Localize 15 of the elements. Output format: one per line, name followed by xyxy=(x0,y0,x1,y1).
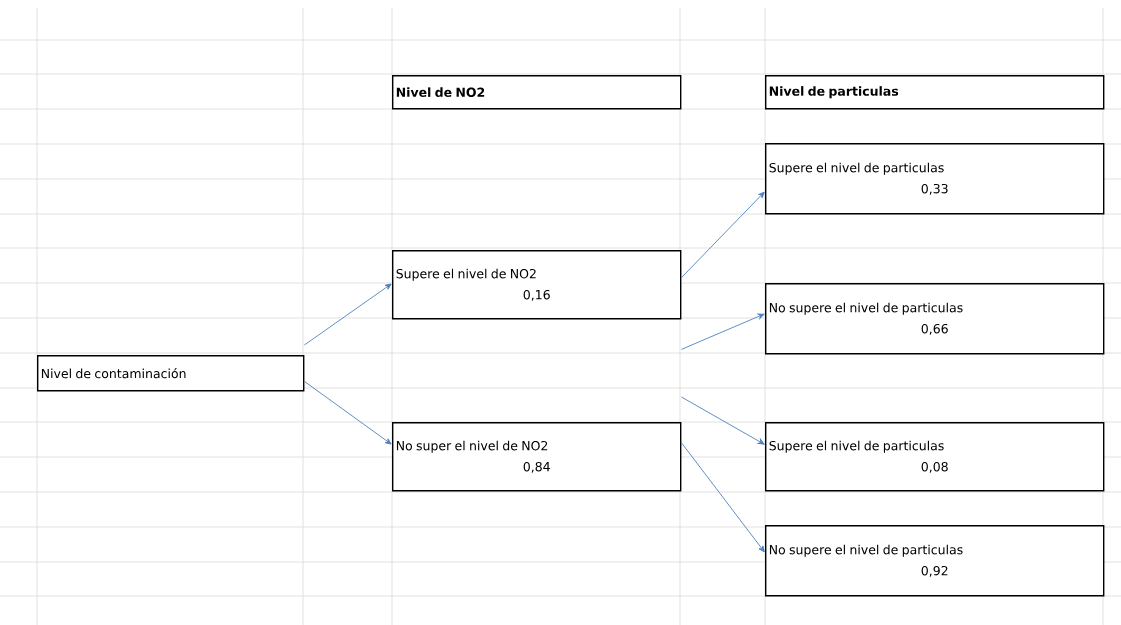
probability-box: Supere el nivel de particulas 0,33 xyxy=(765,143,1105,215)
arrow xyxy=(680,313,765,350)
header-box: Nivel de NO2 xyxy=(392,75,682,110)
arrow xyxy=(303,380,392,445)
probability-box: Supere el nivel de NO2 0,16 xyxy=(392,250,682,320)
header-box: Nivel de particulas xyxy=(765,75,1105,110)
probability-box: No supere el nivel de particulas 0,66 xyxy=(765,283,1105,355)
probability-box: Nivel de contaminación xyxy=(37,355,305,392)
probability-box: No supere el nivel de particulas 0,92 xyxy=(765,525,1105,597)
probability-box: No super el nivel de NO2 0,84 xyxy=(392,422,682,492)
arrow xyxy=(680,396,765,445)
arrow xyxy=(680,191,765,279)
probability-box: Supere el nivel de particulas 0,08 xyxy=(765,422,1105,492)
arrow xyxy=(680,442,765,553)
arrow xyxy=(303,283,392,346)
